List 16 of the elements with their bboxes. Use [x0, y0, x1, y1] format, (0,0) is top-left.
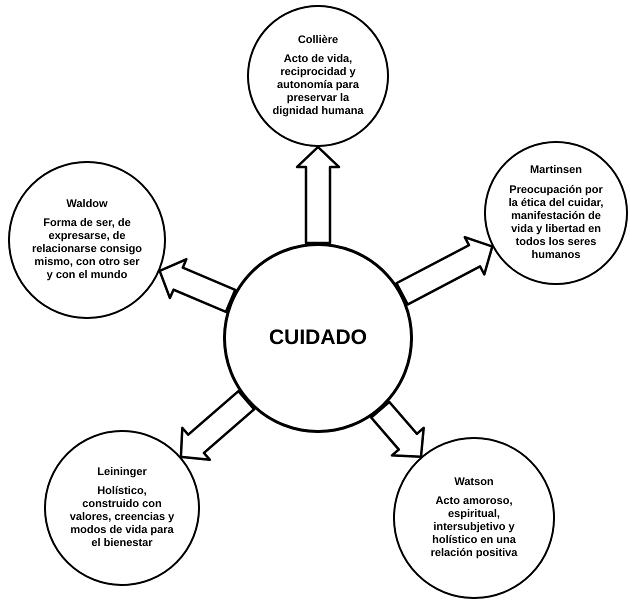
central-title: CUIDADO — [269, 325, 367, 351]
block-arrow — [296, 146, 340, 244]
block-arrow — [180, 390, 256, 461]
block-arrow — [158, 258, 236, 314]
block-arrow — [370, 400, 425, 458]
author-name: Leininger — [97, 466, 147, 480]
author-name: Waldow — [66, 198, 108, 212]
definition-text: Acto amoroso, espiritual, intersubjetivo y holístico en una relación positiva — [430, 495, 518, 560]
definition-text: Forma de ser, de expresarse, de relacionarse consigo mismo, con otro ser y con el mundo — [31, 217, 143, 282]
definition-text: Preocupación por la ética del cuidar, manifestación de vida y libertad en todos los seres humanos — [508, 184, 604, 262]
author-name: Watson — [454, 476, 494, 490]
definition-text: Holístico, construido con valores, creencias y modos de vida para el bienestar — [68, 485, 176, 550]
author-name: Collière — [298, 34, 338, 48]
author-name: Martinsen — [530, 164, 582, 178]
definition-text: Acto de vida, reciprocidad y autonomía para preservar la dignidad humana — [271, 53, 365, 118]
block-arrow — [395, 236, 494, 306]
